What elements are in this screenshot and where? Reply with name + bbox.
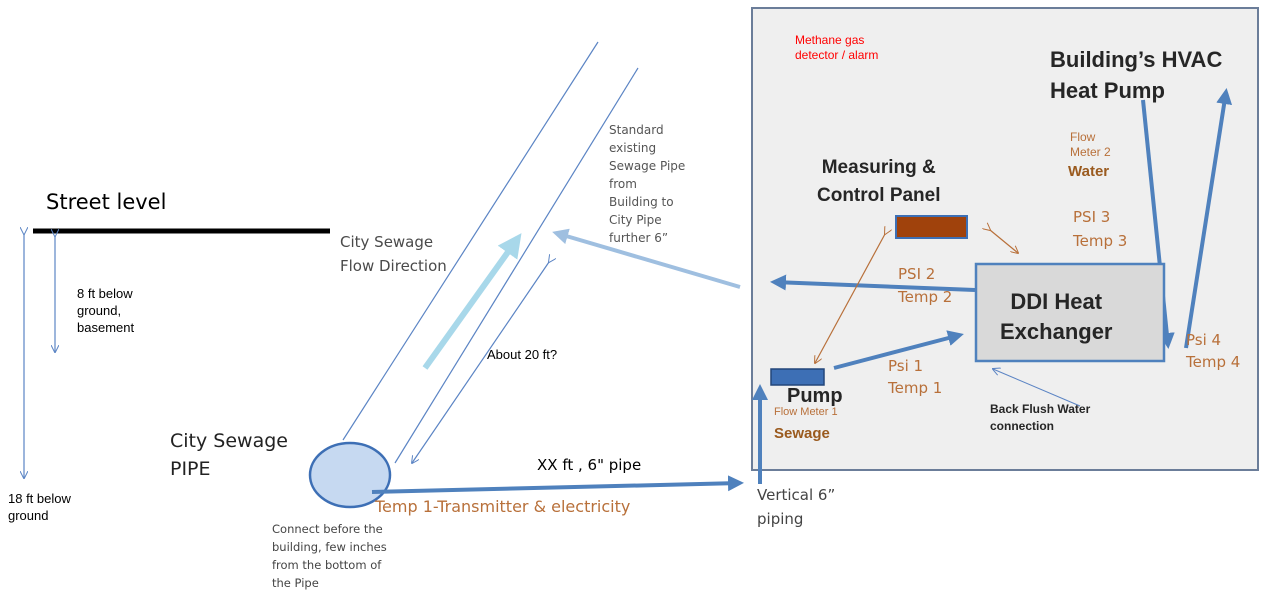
pipe-length-arrow: [412, 262, 549, 463]
psi4-temp4-label: Psi 4 Temp 4: [1186, 331, 1241, 371]
hvac-heat-pump-label: Building’s HVAC Heat Pump: [1050, 47, 1223, 103]
hvac-return-arrow: [1184, 88, 1233, 349]
total-depth-label: 18 ft below ground: [8, 491, 71, 523]
flow-meter-2-label: Flow Meter 2: [1070, 130, 1111, 159]
control-to-pump-signal: [815, 234, 885, 363]
psi1-temp1-label: Psi 1 Temp 1: [888, 357, 943, 397]
back-flush-arrow: [993, 369, 1081, 407]
basement-depth-label: 8 ft below ground, basement: [77, 286, 135, 335]
city-flow-arrow: [422, 233, 522, 370]
heat-exchanger-box: [974, 262, 1166, 363]
control-panel-box: [895, 215, 968, 239]
standard-pipe-note: Standard existing Sewage Pipe from Build…: [609, 123, 686, 245]
city-sewage-pipe-circle: [308, 441, 392, 509]
pump-box: [770, 368, 825, 386]
street-level-label: Street level: [46, 190, 167, 214]
control-panel-label: Measuring & Control Panel: [817, 157, 941, 206]
sewage-pipe-outer-line: [342, 41, 599, 441]
pump-label: Pump: [787, 385, 843, 407]
sewage-label: Sewage: [774, 425, 830, 442]
flow-meter-1-label: Flow Meter 1: [774, 406, 838, 418]
xx-pipe-label: XX ft , 6" pipe: [537, 456, 642, 474]
return-flow-arrow: [552, 228, 741, 289]
control-to-exchanger-signal: [990, 230, 1018, 253]
temp1-transmitter-label: Temp 1-Transmitter & electricity: [375, 497, 631, 516]
horizontal-supply-arrow: [371, 475, 744, 494]
methane-alarm-label: Methane gas detector / alarm: [795, 33, 879, 62]
city-sewage-pipe-label: City Sewage PIPE: [170, 430, 288, 480]
city-flow-direction-label: City Sewage Flow Direction: [340, 233, 447, 275]
heat-exchanger-label: DDI Heat Exchanger: [1000, 289, 1113, 344]
connect-note-label: Connect before the building, few inches …: [272, 522, 387, 590]
about-length-label: About 20 ft?: [487, 347, 558, 362]
psi2-temp2-label: PSI 2 Temp 2: [898, 265, 953, 306]
psi3-temp3-label: PSI 3 Temp 3: [1073, 208, 1128, 250]
water-label: Water: [1068, 163, 1110, 180]
back-flush-label: Back Flush Water connection: [990, 402, 1091, 433]
vertical-piping-label: Vertical 6” piping: [757, 486, 836, 528]
